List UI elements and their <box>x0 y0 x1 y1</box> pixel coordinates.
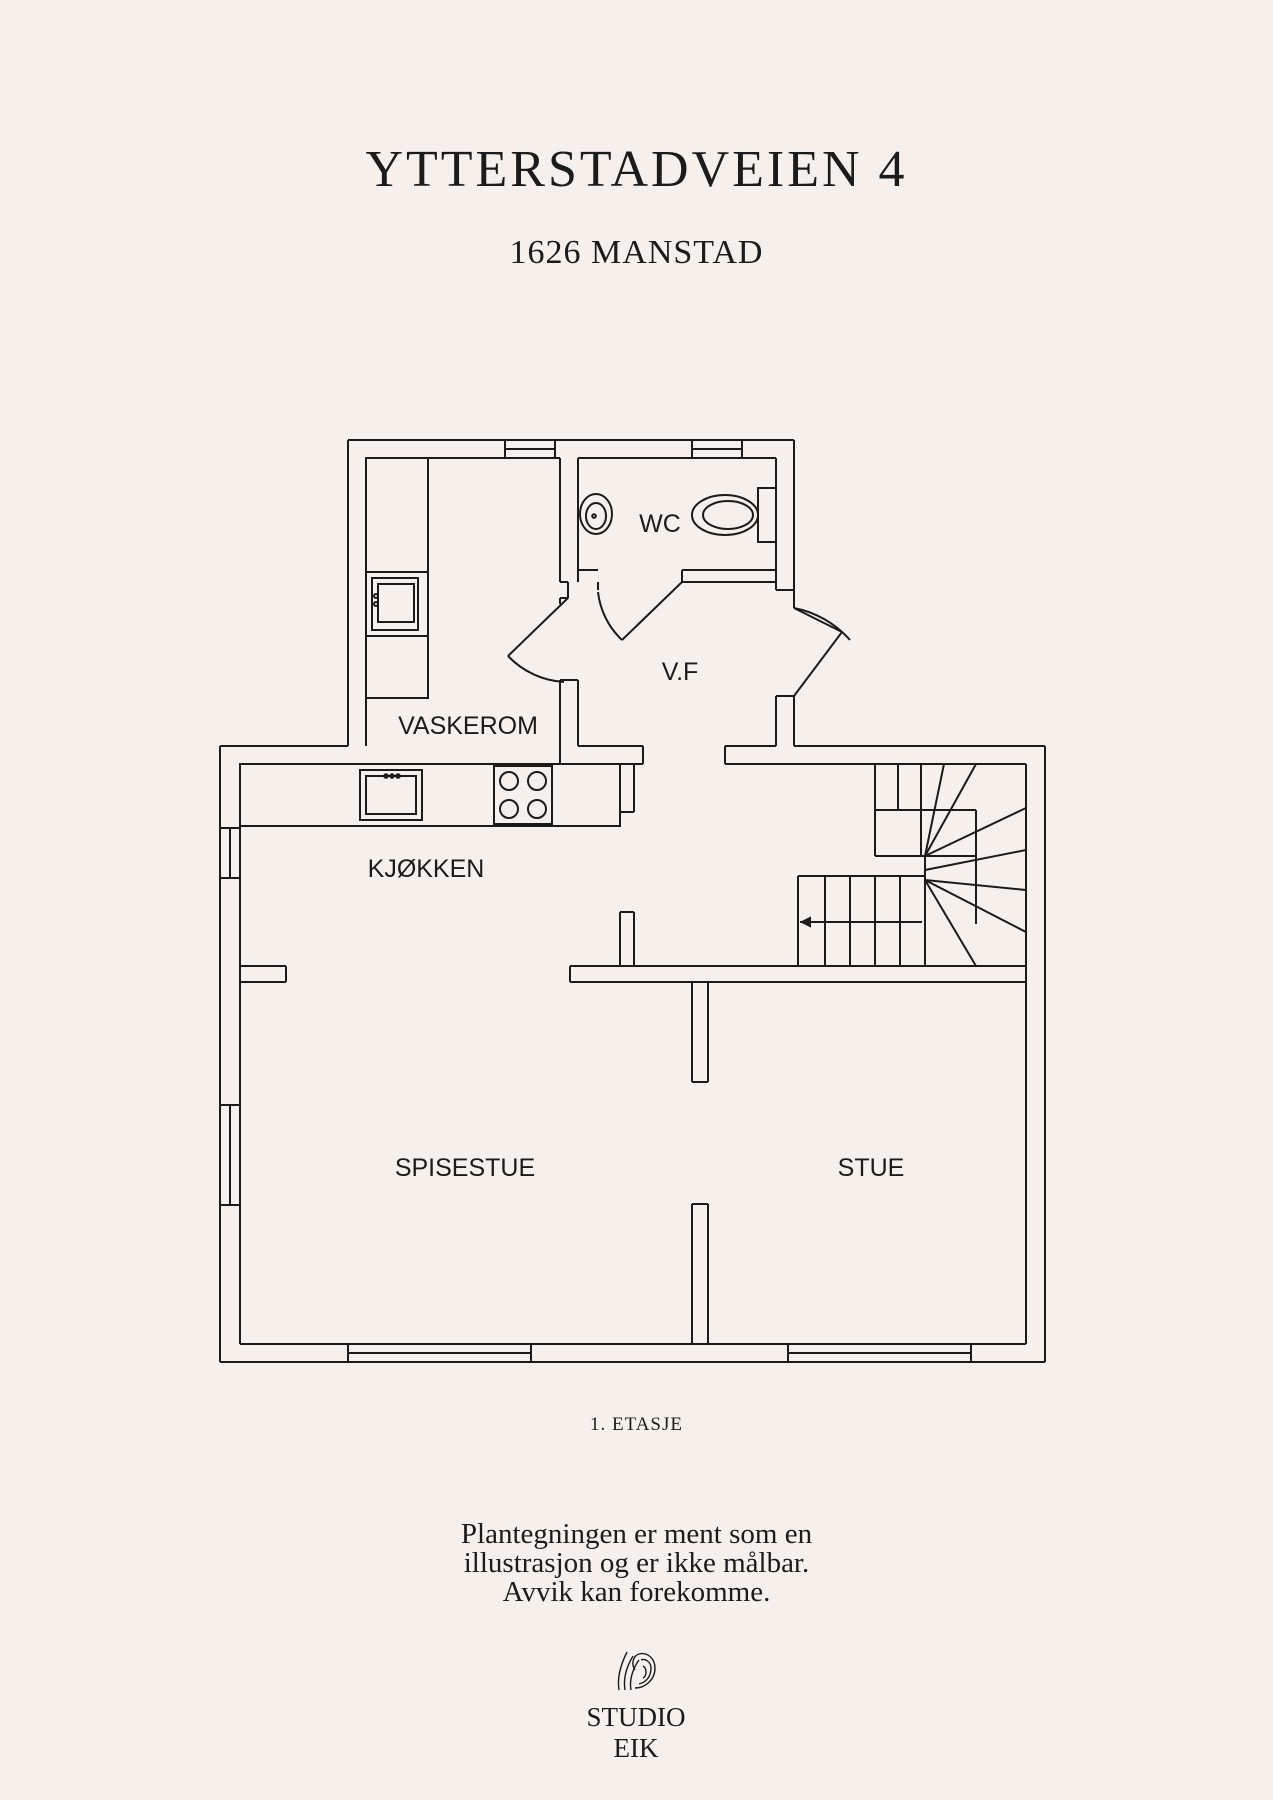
doors <box>507 581 851 697</box>
page-title: YTTERSTADVEIEN 4 <box>365 141 908 198</box>
room-label-wc: WC <box>639 510 681 538</box>
disclaimer-line-2: illustrasjon og er ikke målbar. <box>463 1547 810 1579</box>
room-label-vf: V.F <box>662 658 699 686</box>
disclaimer: Plantegningen er ment som en illustrasjo… <box>0 1520 1273 1607</box>
logo-text: STUDIO EIK <box>586 1702 686 1763</box>
leaf-logo-icon <box>617 1651 656 1691</box>
windows <box>219 439 972 1363</box>
page-subtitle: 1626 MANSTAD <box>509 234 764 271</box>
kitchen-counter <box>239 763 621 827</box>
disclaimer-line-1: Plantegningen er ment som en <box>460 1518 813 1550</box>
outer-walls <box>219 439 1046 1363</box>
room-label-spisestue: SPISESTUE <box>395 1154 535 1182</box>
laundry-counter <box>365 457 429 699</box>
disclaimer-line-3: Avvik kan forekomme. <box>502 1576 771 1608</box>
staircase <box>797 763 1027 967</box>
interior-walls <box>240 458 1026 1344</box>
room-label-stue: STUE <box>838 1154 905 1182</box>
wc-fixtures <box>579 487 777 543</box>
floor-plan: WC V.F VASKEROM KJØKKEN SPISESTUE STUE <box>219 439 1046 1363</box>
studio-logo: STUDIO EIK <box>561 1648 711 1764</box>
room-label-kjokken: KJØKKEN <box>368 855 485 883</box>
room-label-vaskerom: VASKEROM <box>398 712 538 740</box>
floor-label: 1. ETASJE <box>590 1414 683 1435</box>
